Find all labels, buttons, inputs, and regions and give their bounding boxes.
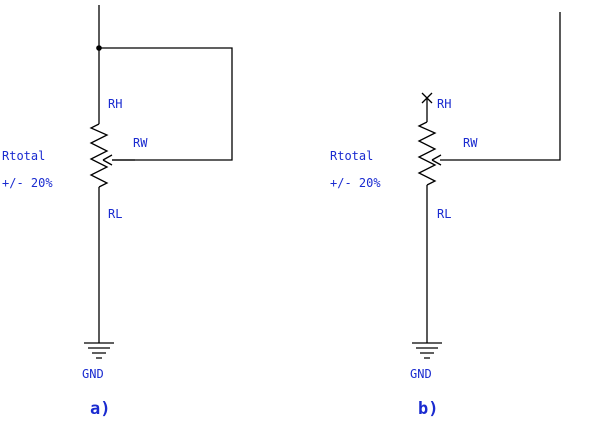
circuit-b: RH RW RL Rtotal +/- 20% GND b) xyxy=(330,12,561,419)
label-rtotal: Rtotal xyxy=(330,149,373,163)
label-rl: RL xyxy=(437,207,451,221)
label-rw: RW xyxy=(463,136,478,150)
junction-dot xyxy=(96,45,102,51)
label-tolerance: +/- 20% xyxy=(330,176,381,190)
wiper-arrow-icon xyxy=(102,154,113,166)
ground-icon xyxy=(412,342,442,359)
label-gnd: GND xyxy=(82,367,104,381)
caption-a: a) xyxy=(90,399,110,419)
label-gnd: GND xyxy=(410,367,432,381)
circuit-a: RH RW RL Rtotal +/- 20% GND a) xyxy=(2,5,233,419)
ground-icon xyxy=(84,342,114,359)
label-rh: RH xyxy=(108,97,122,111)
caption-b: b) xyxy=(418,399,438,419)
circuit-a-wires xyxy=(89,5,233,343)
label-rh: RH xyxy=(437,97,451,111)
circuit-b-wires xyxy=(417,12,561,343)
wiper-arrow-icon xyxy=(431,154,442,166)
label-tolerance: +/- 20% xyxy=(2,176,53,190)
label-rtotal: Rtotal xyxy=(2,149,45,163)
open-end-x-icon xyxy=(421,92,433,104)
label-rw: RW xyxy=(133,136,148,150)
label-rl: RL xyxy=(108,207,122,221)
